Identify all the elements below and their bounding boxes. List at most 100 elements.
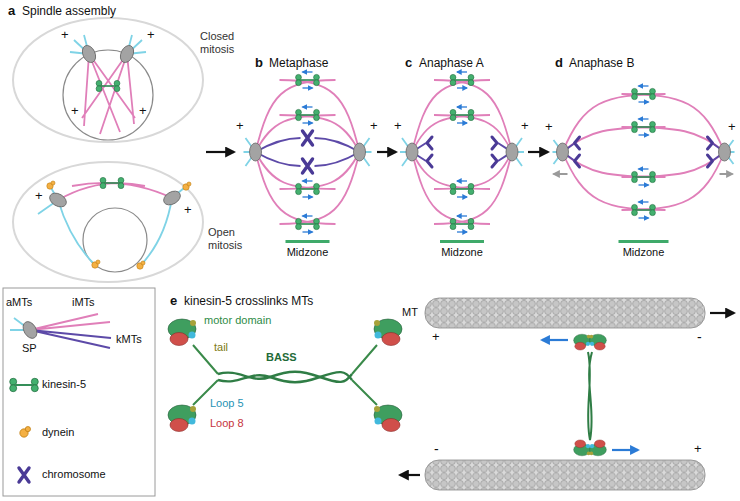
midzone-bar: [286, 240, 330, 243]
closed-mitosis-cell: [63, 50, 153, 140]
kinesin-symbol: [450, 216, 474, 232]
interpolar-microtubule: [30, 314, 110, 330]
plus-end: +: [694, 442, 702, 457]
midzone-bar: [286, 240, 330, 243]
spindle-pole: [406, 143, 418, 161]
neck-linker: [193, 345, 377, 405]
part-label: Loop 5: [210, 397, 244, 410]
motor-domain: [168, 319, 402, 432]
kinesin-symbol: [100, 177, 124, 188]
spindle-pole: [118, 43, 136, 64]
bass-bundle: [218, 372, 352, 382]
kinetochore-microtubule: [256, 138, 360, 166]
motor-domain: [574, 440, 591, 456]
chromatid-symbol: [708, 155, 713, 167]
spindle-pole: [80, 43, 98, 64]
motor-domain: [590, 334, 607, 350]
plus-end: +: [147, 28, 155, 43]
microtubule: [425, 460, 705, 490]
panel-title: Anaphase B: [569, 57, 634, 71]
anaphase-a-spindle: [400, 72, 524, 243]
motor-domain: [374, 319, 402, 346]
panel-letter: a: [8, 4, 15, 19]
plus-end: +: [432, 330, 440, 345]
legend-part-label: kMTs: [116, 333, 142, 346]
spindle-pole: [20, 319, 39, 341]
dynein-symbol: [20, 427, 31, 438]
kinetochore-microtubule: [256, 138, 360, 166]
metaphase-spindle: [244, 72, 372, 243]
plus-end: +: [61, 28, 69, 43]
kinetochore-microtubule: [563, 144, 725, 160]
interpolar-microtubule: [563, 94, 666, 210]
spindle-pole: [719, 143, 731, 161]
interpolar-microtubule: [30, 314, 110, 330]
stage-arrow: [377, 151, 396, 153]
chromatid-symbol: [575, 155, 580, 167]
midzone-label: Midzone: [441, 246, 483, 259]
panel-title: Anaphase A: [419, 57, 484, 71]
kinesin-symbol: [632, 119, 656, 135]
interpolar-microtubule: [82, 54, 135, 134]
kinesin-symbol: [96, 80, 120, 91]
plus-end: +: [521, 119, 529, 134]
sliding-arrow: [400, 474, 420, 476]
kinesin-symbol: [632, 202, 656, 218]
pole-movement-arrow: [554, 173, 733, 175]
stage-arrow: [528, 151, 548, 153]
midzone-label: Midzone: [287, 246, 329, 259]
motor-direction-arrow: [542, 340, 638, 450]
panel-title: kinesin-5 crosslinks MTs: [184, 295, 313, 309]
chromatid-symbol: [575, 137, 713, 167]
legend-label: dynein: [42, 426, 74, 439]
part-label: MT: [402, 306, 418, 319]
chromosome-symbol: [303, 159, 313, 173]
legend-part-label: aMTs: [6, 296, 32, 309]
spindle-pole: [47, 190, 69, 209]
interpolar-microtubule: [256, 80, 360, 224]
plus-end: +: [35, 189, 43, 204]
legend-box: [3, 288, 155, 496]
chromatid-symbol: [427, 155, 432, 167]
microtubule: [425, 298, 705, 328]
chromatid-symbol: [492, 155, 497, 167]
plus-end: +: [370, 119, 378, 134]
spindle-pole: [250, 143, 262, 161]
spindle-pole: [80, 43, 136, 64]
chromatid-symbol: [575, 137, 580, 149]
panel-title: Metaphase: [269, 57, 328, 71]
motor-domain: [168, 405, 196, 432]
spindle-pole: [406, 143, 518, 161]
interpolar-microtubule: [412, 80, 490, 224]
microtubule: [425, 298, 705, 490]
astral-microtubule: [400, 138, 524, 166]
bass-bundle: [588, 352, 592, 440]
minus-end: -: [434, 441, 439, 457]
astral-microtubule: [244, 138, 372, 166]
kinesin-symbol: [296, 72, 320, 88]
cell-label: Open mitosis: [208, 226, 258, 251]
chromosome-symbol: [19, 468, 29, 482]
neck-linker: [193, 345, 377, 405]
motor-domain: [574, 334, 591, 350]
spindle-pole: [354, 143, 366, 161]
bass-bundle: [218, 372, 352, 382]
midzone-bar: [619, 240, 669, 243]
kinesin-symbol: [450, 72, 474, 88]
kinetochore-microtubule: [412, 143, 512, 161]
cell-label: Closed mitosis: [200, 30, 250, 55]
kinesin-symbol: [632, 86, 656, 218]
chromatid-symbol: [708, 137, 713, 149]
interpolar-microtubule: [280, 80, 360, 224]
motor-domain: [574, 334, 607, 456]
anaphase-b-spindle: [553, 86, 735, 243]
kinesin-symbol: [100, 177, 124, 188]
legend-part-label: SP: [22, 342, 37, 355]
motor-domain: [168, 319, 196, 346]
spindle-pole: [47, 188, 183, 209]
interpolar-microtubule: [412, 80, 512, 224]
pole-movement-arrow: [720, 173, 733, 175]
kinesin-symbol: [96, 80, 120, 91]
